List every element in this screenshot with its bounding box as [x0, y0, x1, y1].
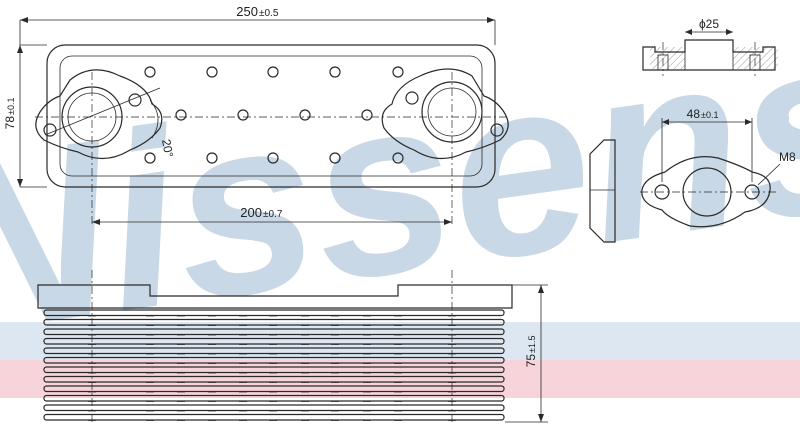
- right-flange: [381, 68, 509, 160]
- top-view: 20° 250 ±0.5 78 ±0.1 200 ±0.7: [3, 4, 510, 225]
- fin-plate: [43, 328, 505, 336]
- fin-plate: [43, 394, 505, 402]
- port-diameter-label: ϕ25: [699, 17, 719, 31]
- flange-spacing-label: 48: [687, 107, 701, 121]
- side-view: 75 ±1.5: [37, 270, 548, 425]
- left-flange-bolt-b: [128, 93, 142, 107]
- cooler-fins: [43, 309, 505, 421]
- registered-mark: ®: [770, 104, 789, 134]
- fin-plate: [43, 356, 505, 364]
- fin-plate: [43, 309, 505, 317]
- fin-plate: [43, 347, 505, 355]
- angle-label: 20°: [159, 138, 176, 158]
- width-label: 78: [3, 116, 17, 130]
- plate-holes: [144, 66, 404, 164]
- flange-front-view: 48 ±0.1 M8: [640, 107, 796, 228]
- port-section-view: ϕ25: [642, 17, 778, 76]
- thread-label: M8: [779, 150, 796, 164]
- right-flange-bolt-b: [490, 123, 504, 137]
- hole-spacing-tol: ±0.7: [263, 209, 283, 220]
- hole-spacing-label: 200: [240, 205, 262, 220]
- fin-plate: [43, 318, 505, 326]
- fin-plate: [43, 385, 505, 393]
- fin-plate: [43, 366, 505, 374]
- right-flange-bolt-a: [405, 91, 419, 105]
- overall-length-tol: ±0.5: [259, 8, 279, 19]
- flange-side-section: [589, 139, 616, 243]
- flange-spacing-tol: ±0.1: [701, 110, 718, 120]
- height-tol: ±1.5: [527, 336, 537, 353]
- fin-plate: [43, 337, 505, 345]
- fin-plate: [43, 375, 505, 383]
- fin-plate: [43, 404, 505, 412]
- left-flange: [35, 69, 163, 160]
- width-tol: ±0.1: [6, 98, 16, 115]
- left-flange-bolt-a: [43, 123, 57, 137]
- plate-outline: [46, 44, 496, 188]
- fin-plate: [43, 413, 505, 421]
- overall-length-label: 250: [236, 4, 258, 19]
- height-label: 75: [524, 354, 538, 368]
